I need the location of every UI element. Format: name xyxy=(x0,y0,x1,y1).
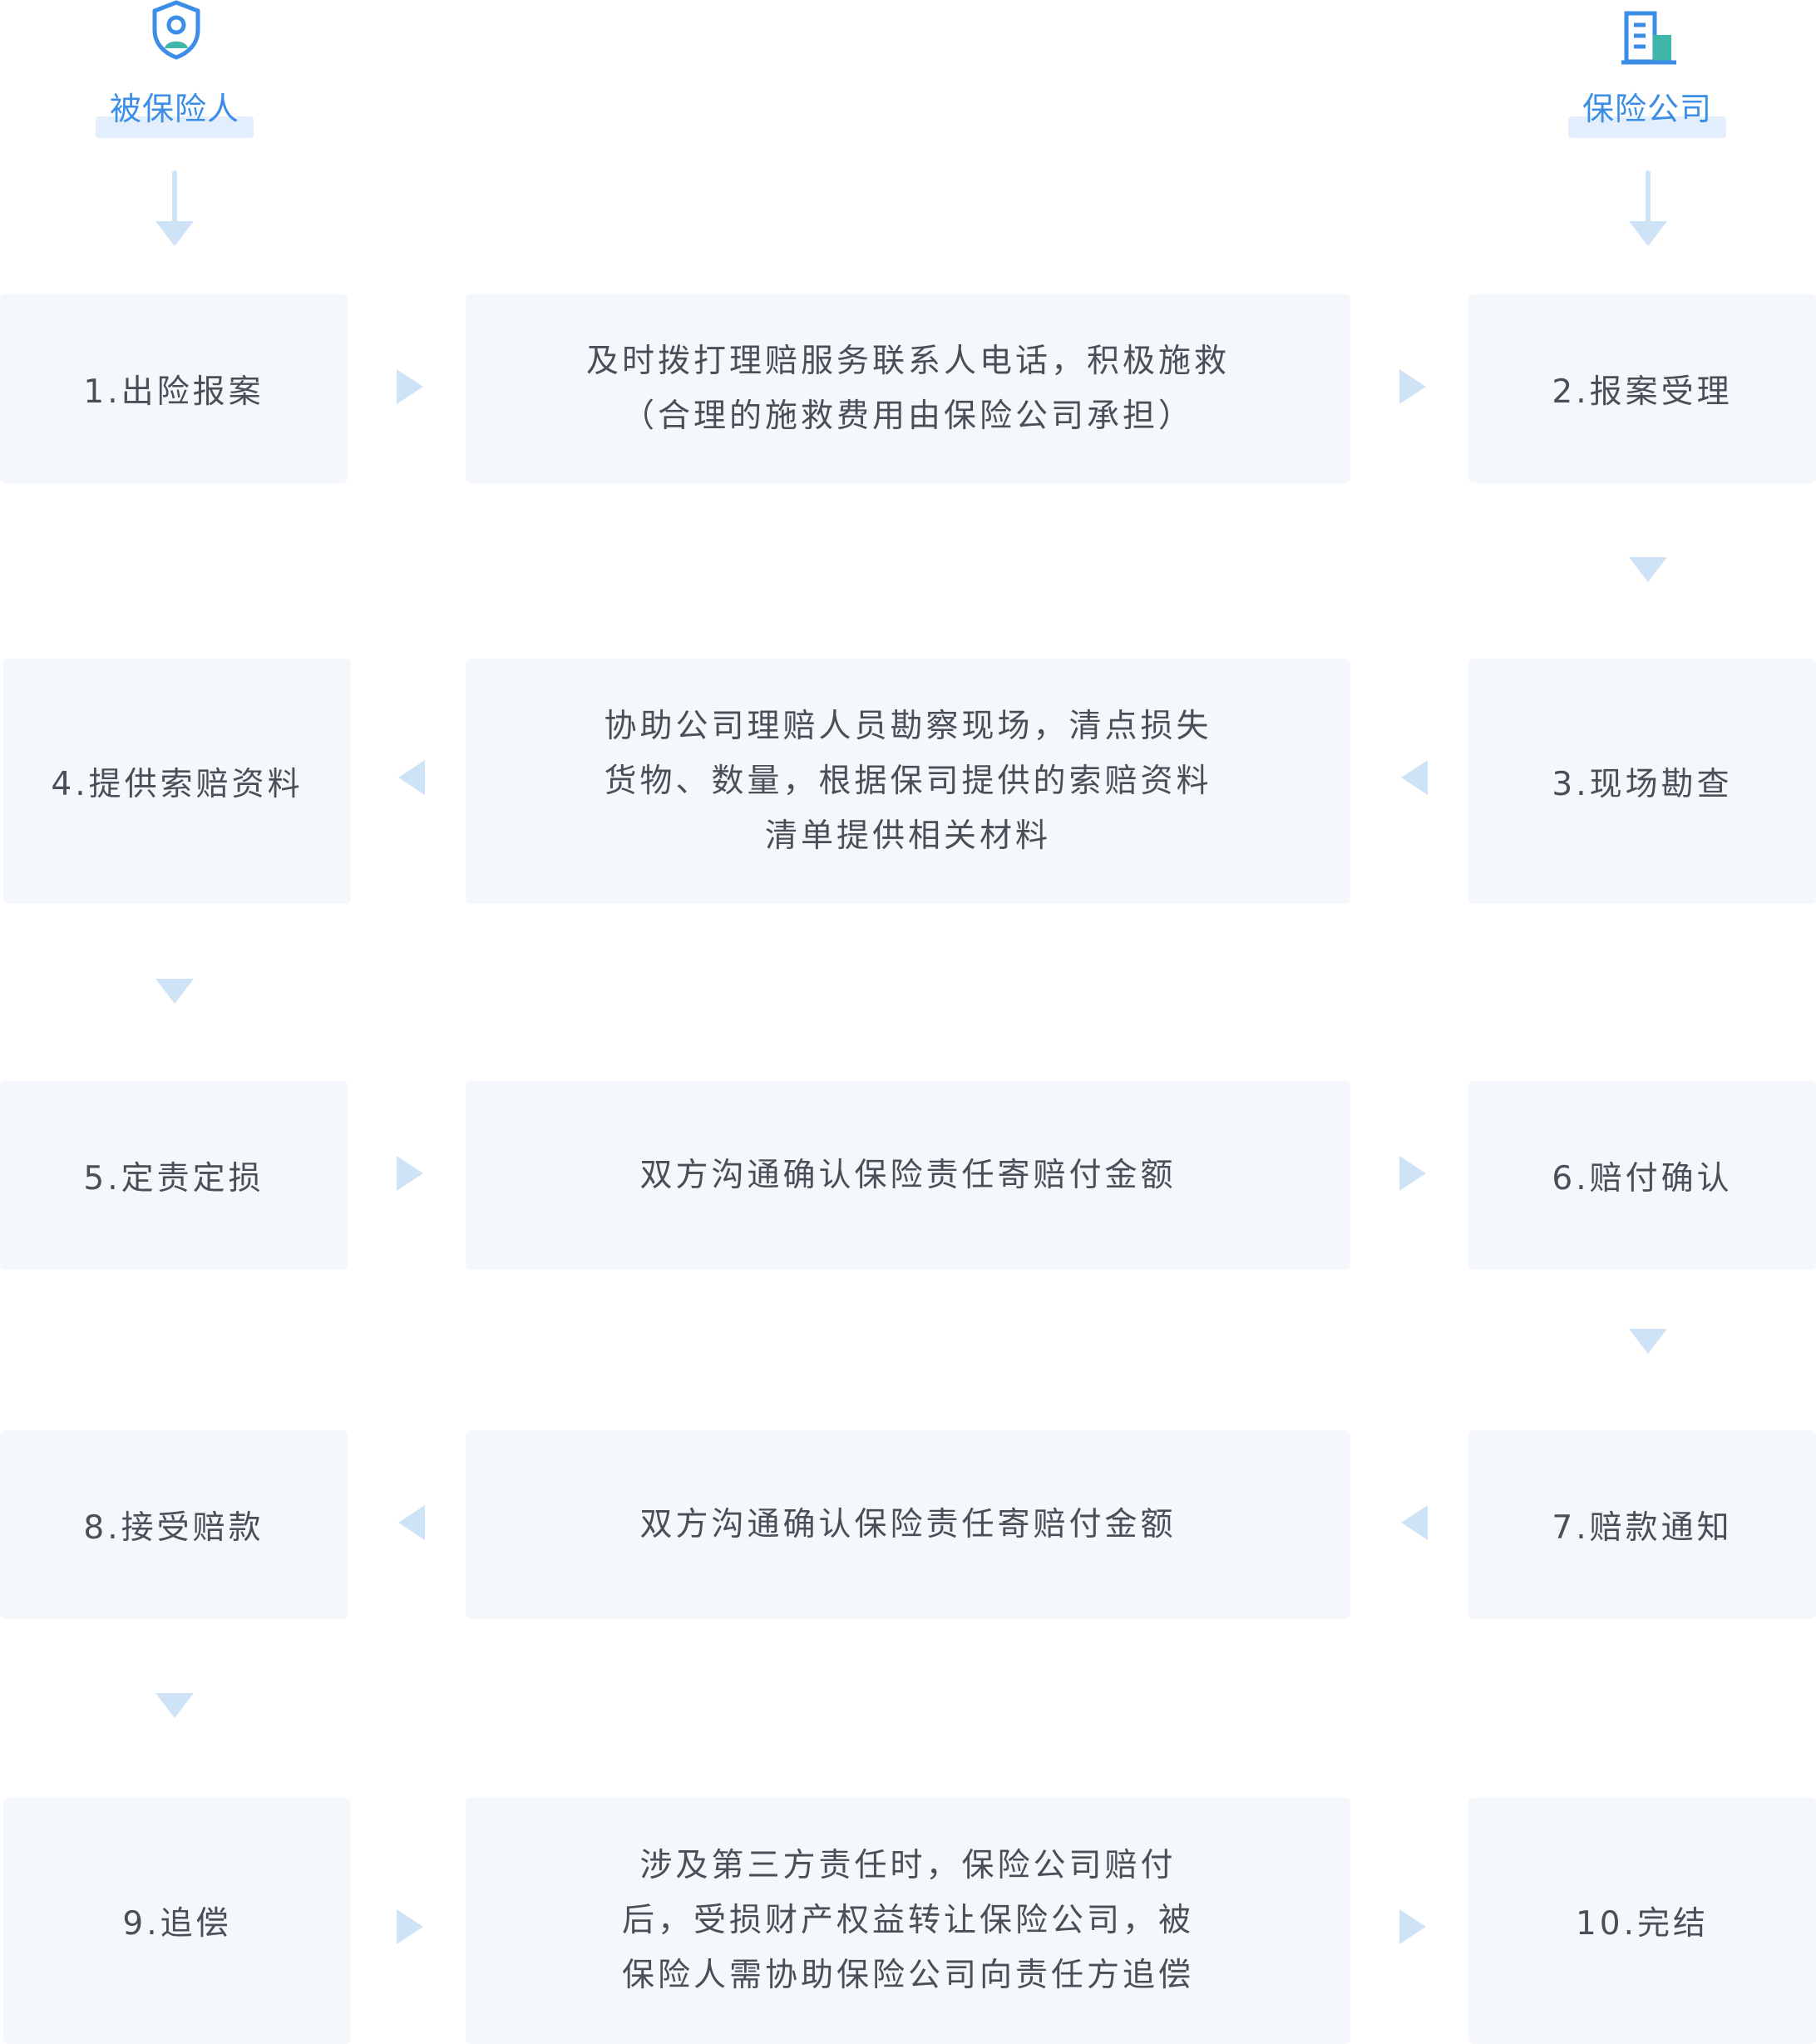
step-5-label: 5.定责定损 xyxy=(83,1159,264,1197)
arrow-right-5 xyxy=(397,1909,423,1944)
desc-4-text: 双方沟通确认保险责任寄赔付金额 xyxy=(639,1505,1177,1543)
arrow-down-4-5 xyxy=(155,979,194,1004)
step-7-box: 7.赔款通知 xyxy=(1468,1430,1816,1619)
arrow-right-3 xyxy=(397,1156,423,1191)
desc-5-box: 涉及第三方责任时，保险公司赔付 后，受损财产权益转让保险公司，被 保险人需协助保… xyxy=(466,1798,1350,2044)
desc-2-box: 协助公司理赔人员勘察现场，清点损失 货物、数量，根据保司提供的索赔资料 清单提供… xyxy=(466,659,1350,904)
step-3-label: 3.现场勘查 xyxy=(1552,765,1733,803)
insurer-label: 保险公司 xyxy=(1582,91,1712,127)
arrow-right-2 xyxy=(1399,369,1426,404)
arrow-right-4 xyxy=(1399,1156,1426,1191)
arrow-right-6 xyxy=(1399,1909,1426,1944)
insured-arrow-head xyxy=(155,221,194,246)
step-8-label: 8.接受赔款 xyxy=(83,1508,264,1547)
desc-5-text: 涉及第三方责任时，保险公司赔付 后，受损财产权益转让保险公司，被 保险人需协助保… xyxy=(621,1847,1194,1994)
step-2-box: 2.报案受理 xyxy=(1468,294,1816,483)
desc-1-text: 及时拨打理赔服务联系人电话，积极施救 （合理的施救费用由保险公司承担） xyxy=(585,342,1230,435)
step-8-box: 8.接受赔款 xyxy=(0,1430,348,1619)
insured-arrow-stem xyxy=(172,170,177,222)
desc-4-box: 双方沟通确认保险责任寄赔付金额 xyxy=(466,1430,1350,1619)
step-6-label: 6.赔付确认 xyxy=(1552,1159,1733,1197)
insured-label-bg xyxy=(96,116,254,138)
building-icon xyxy=(1621,11,1676,65)
arrow-right-1 xyxy=(397,369,423,404)
desc-3-box: 双方沟通确认保险责任寄赔付金额 xyxy=(466,1081,1350,1270)
arrow-left-1 xyxy=(398,760,425,795)
step-6-box: 6.赔付确认 xyxy=(1468,1081,1816,1270)
step-3-box: 3.现场勘查 xyxy=(1468,659,1816,904)
step-10-box: 10.完结 xyxy=(1468,1798,1816,2044)
step-5-box: 5.定责定损 xyxy=(0,1081,348,1270)
step-4-box: 4.提供索赔资料 xyxy=(3,659,351,904)
desc-1-box: 及时拨打理赔服务联系人电话，积极施救 （合理的施救费用由保险公司承担） xyxy=(466,294,1350,483)
shield-person-icon xyxy=(152,0,200,60)
step-10-label: 10.完结 xyxy=(1575,1905,1710,1943)
desc-2-text: 协助公司理赔人员勘察现场，清点损失 货物、数量，根据保司提供的索赔资料 清单提供… xyxy=(604,707,1212,855)
step-1-box: 1.出险报案 xyxy=(0,294,348,483)
insured-header: 被保险人 xyxy=(96,0,254,141)
insurer-label-bg xyxy=(1568,116,1726,138)
step-7-label: 7.赔款通知 xyxy=(1552,1508,1733,1547)
arrow-left-4 xyxy=(1401,1505,1428,1540)
insurer-arrow-stem xyxy=(1646,170,1651,222)
step-9-label: 9.追偿 xyxy=(122,1905,232,1943)
arrow-down-8-9 xyxy=(155,1693,194,1718)
desc-3-text: 双方沟通确认保险责任寄赔付金额 xyxy=(639,1156,1177,1194)
arrow-down-6-7 xyxy=(1629,1329,1667,1354)
arrow-left-2 xyxy=(1401,760,1428,795)
arrow-left-3 xyxy=(398,1505,425,1540)
insured-label: 被保险人 xyxy=(109,91,239,127)
step-9-box: 9.追偿 xyxy=(3,1798,351,2044)
step-1-label: 1.出险报案 xyxy=(83,373,264,411)
step-2-label: 2.报案受理 xyxy=(1552,373,1733,411)
insurer-header: 保险公司 xyxy=(1568,0,1726,141)
arrow-down-2-3 xyxy=(1629,557,1667,582)
insurer-arrow-head xyxy=(1629,221,1667,246)
step-4-label: 4.提供索赔资料 xyxy=(51,765,303,803)
